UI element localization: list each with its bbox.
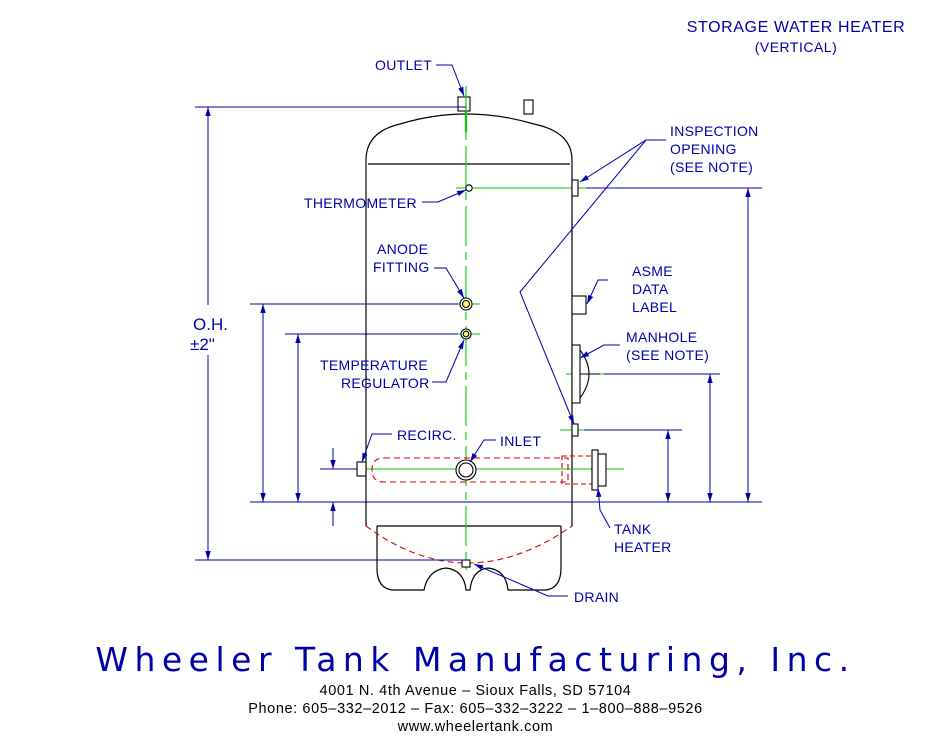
centerlines bbox=[343, 86, 624, 570]
company-website: www.wheelertank.com bbox=[397, 719, 554, 735]
thermometer-fitting bbox=[465, 184, 473, 192]
manhole-label-line2: (SEE NOTE) bbox=[626, 347, 709, 363]
bottom-head-hidden bbox=[365, 525, 573, 564]
manhole bbox=[571, 344, 600, 404]
anode-label-line2: FITTING bbox=[373, 259, 430, 275]
tank-heater bbox=[371, 449, 607, 491]
company-contact: Phone: 605–332–2012 – Fax: 605–332–3222 … bbox=[248, 701, 703, 717]
inlet-label: INLET bbox=[500, 433, 541, 449]
inspection-label-line3: (SEE NOTE) bbox=[670, 159, 753, 175]
diagram-subtitle: (VERTICAL) bbox=[755, 39, 838, 55]
overall-height-label: O.H. bbox=[193, 315, 228, 334]
company-address: 4001 N. 4th Avenue – Sioux Falls, SD 571… bbox=[319, 683, 632, 699]
temperature-regulator-label-line1: TEMPERATURE bbox=[320, 357, 428, 373]
outlet-nozzle bbox=[457, 96, 534, 115]
overall-height-tolerance: ±2" bbox=[190, 335, 215, 354]
tank-heater-label-line2: HEATER bbox=[614, 539, 672, 555]
inspection-label-line1: INSPECTION bbox=[670, 123, 759, 139]
asme-label-line3: LABEL bbox=[632, 299, 677, 315]
drain-label: DRAIN bbox=[574, 589, 619, 605]
thermometer-label: THERMOMETER bbox=[304, 195, 417, 211]
tank-heater-label-line1: TANK bbox=[614, 521, 652, 537]
company-name: Wheeler Tank Manufacturing, Inc. bbox=[95, 640, 856, 679]
fittings bbox=[356, 179, 587, 568]
anode-label-line1: ANODE bbox=[377, 241, 428, 257]
outlet-label: OUTLET bbox=[375, 57, 432, 73]
recirc-label: RECIRC. bbox=[397, 427, 457, 443]
asme-label-line1: ASME bbox=[632, 263, 673, 279]
asme-label-line2: DATA bbox=[632, 281, 669, 297]
manhole-label-line1: MANHOLE bbox=[626, 329, 697, 345]
temperature-regulator-label-line2: REGULATOR bbox=[341, 375, 430, 391]
dimension-lines bbox=[195, 106, 762, 561]
tank-skirt bbox=[376, 525, 562, 591]
leader-lines bbox=[361, 64, 666, 597]
diagram-title: STORAGE WATER HEATER bbox=[687, 19, 906, 36]
inspection-label-line2: OPENING bbox=[670, 141, 737, 157]
